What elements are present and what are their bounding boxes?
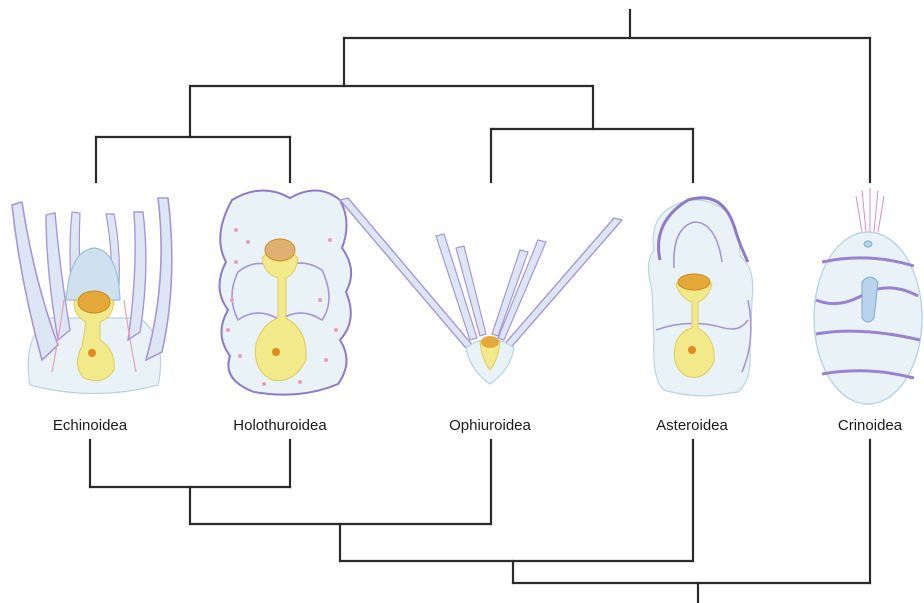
holothuroidea-gut (254, 248, 307, 382)
echinoidea-arm-outer-left (11, 200, 59, 362)
ophiuroidea-illustration (338, 197, 624, 385)
ophiuroidea-arm-right-3 (491, 249, 529, 337)
holothuroidea-nucleus (272, 348, 280, 356)
crinoidea-band-4 (821, 369, 915, 380)
crinoidea-band-1 (821, 256, 915, 268)
ophiuroidea-arm-right-2 (497, 239, 547, 341)
echinoidea-gut (73, 291, 115, 382)
crinoidea-band-3 (815, 329, 921, 342)
asteroidea-illustration (647, 196, 754, 397)
crinoidea-apical-tuft (855, 188, 885, 233)
lower-tree (88, 438, 872, 603)
ophiuroidea-arm-left-2 (435, 233, 478, 341)
crinoidea-pit (863, 240, 873, 248)
label-holothuroidea: Holothuroidea (233, 417, 327, 434)
taxon-labels: Echinoidea Holothuroidea Ophiuroidea Ast… (53, 417, 903, 434)
holothuroidea-illustration (218, 189, 353, 396)
echinoidea-arm-right-2 (127, 211, 147, 342)
asteroidea-stomach (677, 273, 711, 291)
asteroidea-gut (673, 275, 715, 378)
echinoidea-arm-outer-right (144, 197, 173, 362)
echinoidea-arm-left-2 (45, 212, 71, 342)
echinoidea-stomach (77, 290, 111, 314)
crinoidea-vestibule (861, 276, 879, 323)
echinoidea-nucleus (88, 349, 96, 357)
upper-tree (94, 8, 872, 184)
echinoidea-hood (65, 247, 121, 301)
asteroidea-outer-band (657, 196, 750, 263)
ophiuroidea-arm-far-left (338, 197, 481, 362)
asteroidea-mid-band (655, 319, 749, 331)
echinoidea-illustration (11, 197, 173, 395)
asteroidea-inner-band (673, 221, 723, 269)
holothuroidea-mouth (264, 238, 296, 262)
ophiuroidea-arm-left-3 (455, 245, 487, 337)
asteroidea-nucleus (688, 346, 696, 354)
crinoidea-illustration (813, 188, 923, 405)
label-ophiuroidea: Ophiuroidea (449, 417, 531, 434)
echinoidea-ciliary-band (51, 299, 137, 373)
ophiuroidea-stomach (481, 336, 499, 348)
label-asteroidea: Asteroidea (656, 417, 728, 434)
holothuroidea-spots (226, 228, 338, 386)
asteroidea-lower-band (741, 299, 752, 373)
label-echinoidea: Echinoidea (53, 417, 128, 434)
label-crinoidea: Crinoidea (838, 417, 903, 434)
